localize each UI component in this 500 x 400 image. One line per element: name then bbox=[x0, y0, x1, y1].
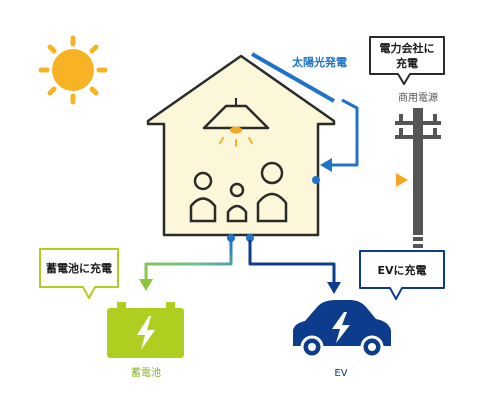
battery-bubble-text: 蓄電池に充電 bbox=[46, 261, 112, 275]
ev-label: EV bbox=[334, 368, 347, 379]
utility-pole-icon bbox=[395, 108, 441, 248]
car-lightning-icon bbox=[332, 312, 350, 343]
electric-car-icon bbox=[293, 300, 391, 359]
solar-to-house-arrow bbox=[330, 98, 359, 167]
grid-bubble-line2: 充電 bbox=[396, 56, 418, 70]
ev-charge-bubble: EVに充電 bbox=[359, 250, 445, 300]
grid-arrow-head bbox=[396, 173, 408, 187]
family-icon bbox=[189, 161, 288, 223]
house-to-battery-arrow bbox=[144, 240, 233, 280]
battery-charge-bubble: 蓄電池に充電 bbox=[39, 248, 119, 299]
ev-arrow-head bbox=[327, 282, 341, 294]
battery-outlet-dot bbox=[227, 234, 235, 242]
ev-bubble-text: EVに充電 bbox=[377, 263, 426, 277]
lightning-icon bbox=[137, 316, 155, 350]
sun-icon bbox=[38, 35, 108, 105]
solar-panel bbox=[251, 52, 335, 103]
battery-arrow-head bbox=[139, 279, 153, 291]
ceiling-lamp-icon bbox=[202, 98, 270, 147]
solar-arrow-head bbox=[320, 158, 332, 172]
grid-charge-bubble: 電力会社に 充電 bbox=[369, 36, 445, 85]
house-to-ev-arrow bbox=[248, 240, 336, 283]
solar-label: 太陽光発電 bbox=[291, 55, 347, 69]
battery-icon bbox=[107, 302, 184, 358]
grid-label: 商用電源 bbox=[398, 91, 438, 104]
grid-outlet-dot bbox=[312, 176, 320, 184]
battery-label: 蓄電池 bbox=[131, 366, 161, 379]
ev-outlet-dot bbox=[246, 234, 254, 242]
grid-bubble-line1: 電力会社に bbox=[380, 41, 435, 55]
